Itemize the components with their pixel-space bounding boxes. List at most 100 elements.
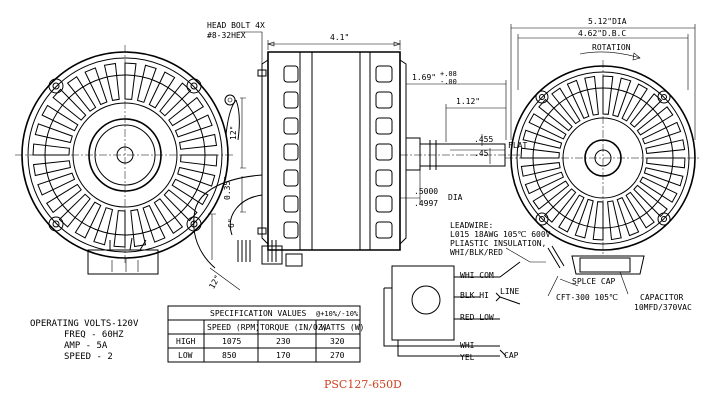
vent-slot [66, 75, 97, 112]
vent-slot [538, 98, 573, 132]
vent-slot [163, 189, 198, 222]
operating-amp: AMP - 5A [64, 341, 108, 351]
spec-row-low-torque: 170 [276, 351, 291, 360]
vent-slot [633, 184, 668, 218]
wire-red-low: RED LOW [460, 313, 494, 322]
lead-len-12b: 12" [207, 273, 222, 290]
spec-row-high-watts: 320 [330, 337, 345, 346]
shaft-length-tol-plus: +.08 [440, 70, 457, 78]
head-bolt-label: HEAD BOLT 4X [207, 21, 265, 30]
cft-label: CFT-300 105℃ [556, 293, 618, 302]
vent-slot [174, 114, 213, 138]
spec-row-low-watts: 270 [330, 351, 345, 360]
shaft-dia-label: DIA [448, 193, 463, 202]
leadwire-line-1: LEADWIRE: [450, 221, 493, 230]
bolt-circle: 4.62"D.B.C [578, 29, 626, 38]
body-fins [283, 65, 393, 239]
head-bolt-spec: #8-32HEX [207, 31, 246, 40]
operating-speed: SPEED - 2 [64, 352, 113, 362]
body-fin [283, 195, 299, 213]
side-view [193, 31, 520, 291]
vent-slot [625, 191, 655, 229]
wire-yel: YEL [460, 353, 475, 362]
vent-slot [639, 176, 678, 203]
vent-slot [93, 207, 114, 246]
spec-row-low-speed: 850 [222, 351, 237, 360]
model-number: PSC127-650D [324, 378, 402, 391]
vent-slot [180, 154, 218, 167]
lead-len-035: 0.35" [223, 176, 232, 200]
vent-slot [148, 71, 176, 109]
body-fin [283, 221, 299, 239]
vent-slot [558, 194, 585, 233]
front-bolt-bosses [535, 90, 671, 226]
vent-slot [566, 79, 590, 120]
flat-dim-lower: .45 [474, 149, 489, 158]
lead-len-6: 6" [227, 218, 236, 228]
vent-slot [641, 121, 682, 145]
operating-volts: OPERATING VOLTS-120V [30, 319, 139, 329]
spec-row-high-torque: 230 [276, 337, 291, 346]
rear-capacitor-box [87, 249, 159, 275]
vent-slot [124, 62, 137, 100]
leadwire-line-3: PLIASTIC INSULATION, [450, 239, 546, 248]
shaft-dia-upper: .5000 [414, 187, 438, 196]
lead-len-12: 12" [229, 126, 238, 140]
vent-slot [179, 133, 218, 150]
wiring-motor-symbol [411, 285, 441, 315]
spec-table-grid [167, 305, 361, 363]
vent-slot [551, 87, 581, 125]
front-view [505, 24, 700, 297]
vent-slot [136, 64, 157, 103]
vent-slot [528, 113, 567, 140]
front-capacitor [571, 255, 645, 275]
splice-cap-label: SPLCE CAP [572, 277, 616, 286]
vent-slot [41, 104, 79, 132]
spec-table-title: SPECIFICATION VALUES [210, 309, 307, 318]
shaft-length-dim: 1.69" [412, 73, 436, 82]
wire-whi: WHI [460, 341, 475, 350]
vent-slot [602, 75, 614, 115]
wiring-diagram [383, 261, 521, 357]
vent-slot [646, 157, 686, 169]
body-fin [283, 91, 299, 109]
body-fin [375, 91, 393, 109]
motor-body [267, 51, 401, 251]
spec-header-watts: WATTS (W) [321, 323, 364, 332]
wire-line: LINE [500, 287, 519, 296]
body-fin [375, 195, 393, 213]
vent-slot [34, 123, 73, 144]
body-fin [283, 117, 299, 135]
vent-slot [168, 96, 205, 127]
vent-slot [621, 83, 648, 122]
vent-slot [524, 171, 565, 195]
vent-slot [103, 62, 120, 101]
vent-slot [113, 210, 126, 248]
vent-slot [607, 200, 622, 241]
vent-slot [84, 67, 108, 106]
spec-header-speed: SPEED (RPM) [207, 323, 260, 332]
shaft-length-tol-minus: -.00 [440, 78, 457, 86]
vent-slot [159, 82, 192, 117]
vent-slot [58, 193, 91, 228]
vent-slot [616, 196, 640, 237]
capacitor-label: CAPACITOR [640, 293, 684, 302]
vent-slot [645, 139, 686, 154]
vent-slot [45, 183, 82, 214]
vent-slot [74, 201, 102, 239]
vent-slot [643, 167, 684, 187]
operating-freq: FREQ - 60HZ [64, 330, 124, 340]
vent-slot [522, 129, 563, 149]
vent-slot [532, 180, 570, 210]
vent-slot [543, 188, 577, 223]
head-bolt-top [257, 69, 267, 77]
vent-slot [584, 75, 599, 116]
overall-dia: 5.12"DIA [588, 17, 627, 26]
body-fin [283, 169, 299, 187]
body-fin [375, 65, 393, 83]
vent-slot [130, 209, 147, 248]
body-fin [375, 221, 393, 239]
labels: HEAD BOLT 4X #8-32HEX 4.1" 1.69" +.08 -.… [30, 17, 692, 391]
rear-view [15, 45, 235, 275]
